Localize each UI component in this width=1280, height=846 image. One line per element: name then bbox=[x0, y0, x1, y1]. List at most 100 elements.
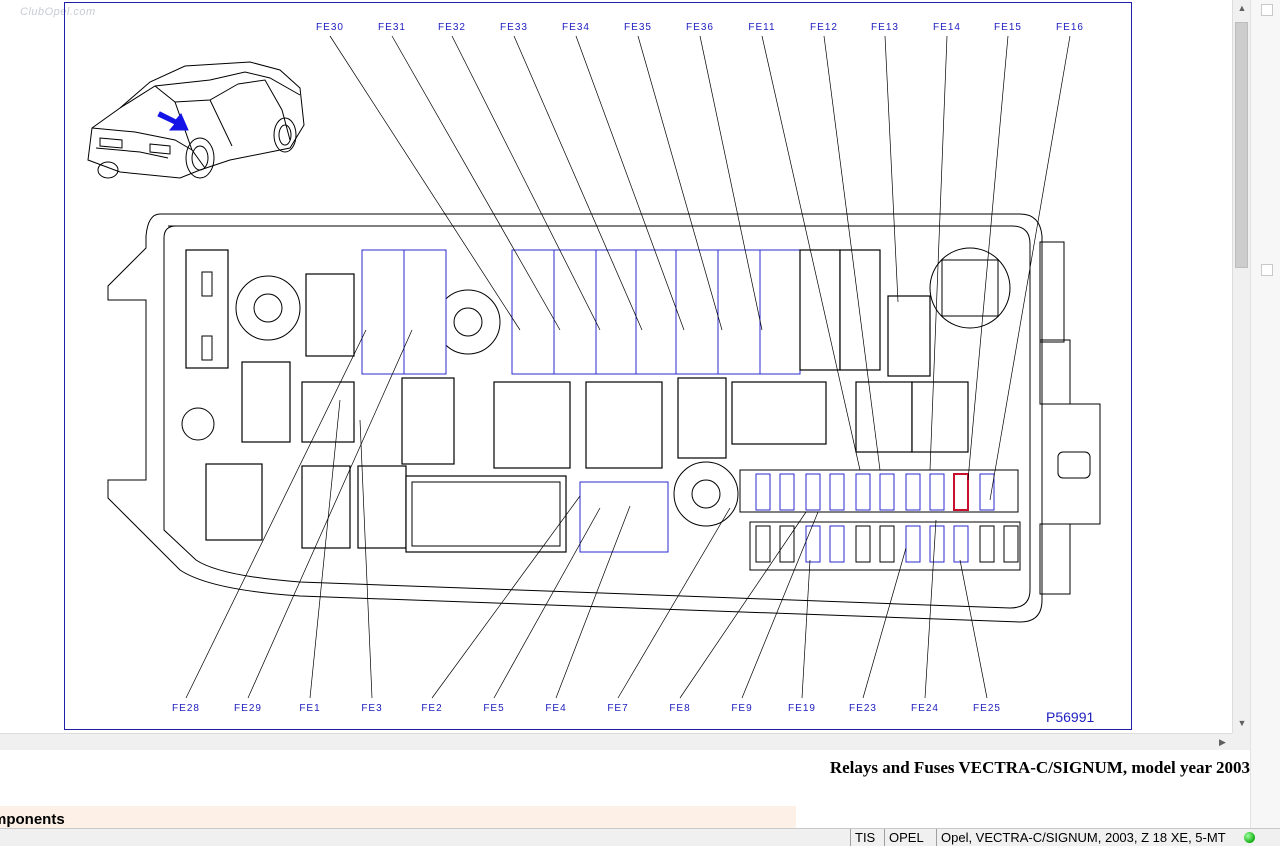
fuse-cell bbox=[1003, 525, 1019, 563]
leader-line bbox=[862, 547, 907, 699]
status-brand: OPEL bbox=[884, 829, 936, 846]
fuse-cell bbox=[755, 473, 771, 511]
leader-line bbox=[989, 35, 1071, 501]
fuse-cell bbox=[979, 473, 995, 511]
fuse-label-top: FE13 bbox=[871, 22, 899, 33]
triangle-down-icon[interactable]: ▼ bbox=[1234, 715, 1250, 732]
status-app: TIS bbox=[850, 829, 884, 846]
leader-line bbox=[555, 505, 631, 699]
fuse-cell bbox=[929, 473, 945, 511]
fuse-label-bottom: FE5 bbox=[483, 703, 504, 714]
fuse-label-top: FE30 bbox=[316, 22, 344, 33]
diagram-vertical-scrollbar[interactable]: ▲ ▼ bbox=[1232, 0, 1250, 733]
section-title: mponents bbox=[0, 811, 65, 828]
picture-id: P56991 bbox=[1046, 709, 1094, 725]
fuse-label-top: FE35 bbox=[624, 22, 652, 33]
leader-line bbox=[761, 35, 861, 471]
leader-line bbox=[967, 35, 1009, 481]
leader-line bbox=[451, 35, 601, 331]
status-indicator-icon bbox=[1244, 832, 1255, 843]
diagram-viewport: ClubOpel.com bbox=[20, 2, 1132, 730]
diagram-frame bbox=[64, 2, 1132, 730]
watermark: ClubOpel.com bbox=[20, 6, 96, 18]
fuse-label-bottom: FE9 bbox=[731, 703, 752, 714]
triangle-up-icon[interactable] bbox=[1261, 4, 1273, 16]
fuse-box-housing bbox=[107, 213, 1101, 623]
leader-line bbox=[801, 559, 811, 699]
mini-fuse-rows bbox=[739, 469, 1021, 571]
fuse-label-bottom: FE23 bbox=[849, 703, 877, 714]
leader-line bbox=[493, 507, 601, 699]
fuse-label-top: FE31 bbox=[378, 22, 406, 33]
highlighted-fuse bbox=[953, 473, 969, 511]
triangle-up-icon[interactable]: ▲ bbox=[1234, 0, 1250, 17]
fuse-cell bbox=[779, 525, 795, 563]
fuse-label-bottom: FE25 bbox=[973, 703, 1001, 714]
status-bar: TIS OPEL Opel, VECTRA-C/SIGNUM, 2003, Z … bbox=[0, 828, 1280, 846]
diagram-horizontal-scrollbar[interactable]: ▶ bbox=[0, 733, 1232, 750]
fuse-cell bbox=[855, 525, 871, 563]
status-vehicle: Opel, VECTRA-C/SIGNUM, 2003, Z 18 XE, 5-… bbox=[936, 829, 1238, 846]
leader-line bbox=[959, 559, 988, 699]
page-vertical-scrollbar[interactable] bbox=[1250, 0, 1280, 828]
section-header: mponents bbox=[0, 806, 796, 828]
fuse-label-bottom: FE3 bbox=[361, 703, 382, 714]
vertical-scroll-thumb[interactable] bbox=[1235, 22, 1248, 268]
fuse-label-bottom: FE2 bbox=[421, 703, 442, 714]
leader-line bbox=[929, 35, 948, 471]
fuse-label-top: FE34 bbox=[562, 22, 590, 33]
fuse-label-bottom: FE8 bbox=[669, 703, 690, 714]
leader-line bbox=[185, 329, 367, 699]
fuse-label-top: FE36 bbox=[686, 22, 714, 33]
fuse-cell bbox=[905, 473, 921, 511]
leader-line bbox=[741, 511, 819, 699]
fuse-cell bbox=[929, 525, 945, 563]
fuse-cell bbox=[829, 525, 845, 563]
fuse-label-bottom: FE4 bbox=[545, 703, 566, 714]
fuse-label-bottom: FE1 bbox=[299, 703, 320, 714]
page-scroll-thumb[interactable] bbox=[1261, 264, 1273, 276]
fuse-cell bbox=[905, 525, 921, 563]
leader-line bbox=[513, 35, 643, 331]
leader-line bbox=[637, 35, 723, 331]
fuse-label-bottom: FE29 bbox=[234, 703, 262, 714]
fuse-cell bbox=[879, 473, 895, 511]
fuse-label-top: FE11 bbox=[748, 22, 775, 33]
fuse-label-top: FE16 bbox=[1056, 22, 1084, 33]
maxi-fuse-tray bbox=[405, 475, 669, 553]
fuse-cell bbox=[779, 473, 795, 511]
leader-line bbox=[699, 35, 763, 331]
leader-line bbox=[329, 35, 521, 331]
leader-line bbox=[575, 35, 685, 331]
fuse-cell bbox=[755, 525, 771, 563]
relay-block-left bbox=[185, 249, 969, 549]
car-illustration bbox=[87, 61, 305, 179]
fuse-cell bbox=[953, 525, 969, 563]
fuse-label-top: FE14 bbox=[933, 22, 961, 33]
fuse-label-bottom: FE24 bbox=[911, 703, 939, 714]
leader-line bbox=[924, 519, 937, 699]
fuse-label-bottom: FE7 bbox=[607, 703, 628, 714]
fuse-cell bbox=[979, 525, 995, 563]
diagram-caption: Relays and Fuses VECTRA-C/SIGNUM, model … bbox=[829, 758, 1250, 777]
leader-line bbox=[247, 329, 413, 699]
leader-line bbox=[884, 35, 899, 303]
leader-line bbox=[823, 35, 881, 471]
fuse-label-top: FE12 bbox=[810, 22, 838, 33]
relay-group-top-blue bbox=[361, 249, 881, 375]
fuse-label-top: FE33 bbox=[500, 22, 528, 33]
triangle-right-icon[interactable]: ▶ bbox=[1219, 737, 1226, 747]
fuse-box-diagram: FE30FE31FE32FE33FE34FE35FE36FE11FE12FE13… bbox=[87, 22, 1101, 725]
leader-line bbox=[391, 35, 561, 331]
fuse-cell bbox=[879, 525, 895, 563]
leader-line bbox=[617, 507, 731, 699]
fuse-label-top: FE15 bbox=[994, 22, 1022, 33]
scrollbar-corner bbox=[1232, 733, 1250, 750]
leader-line bbox=[359, 419, 373, 699]
fuse-cell bbox=[805, 525, 821, 563]
fuse-cell bbox=[829, 473, 845, 511]
fuse-cell bbox=[805, 473, 821, 511]
leader-line bbox=[309, 399, 341, 699]
